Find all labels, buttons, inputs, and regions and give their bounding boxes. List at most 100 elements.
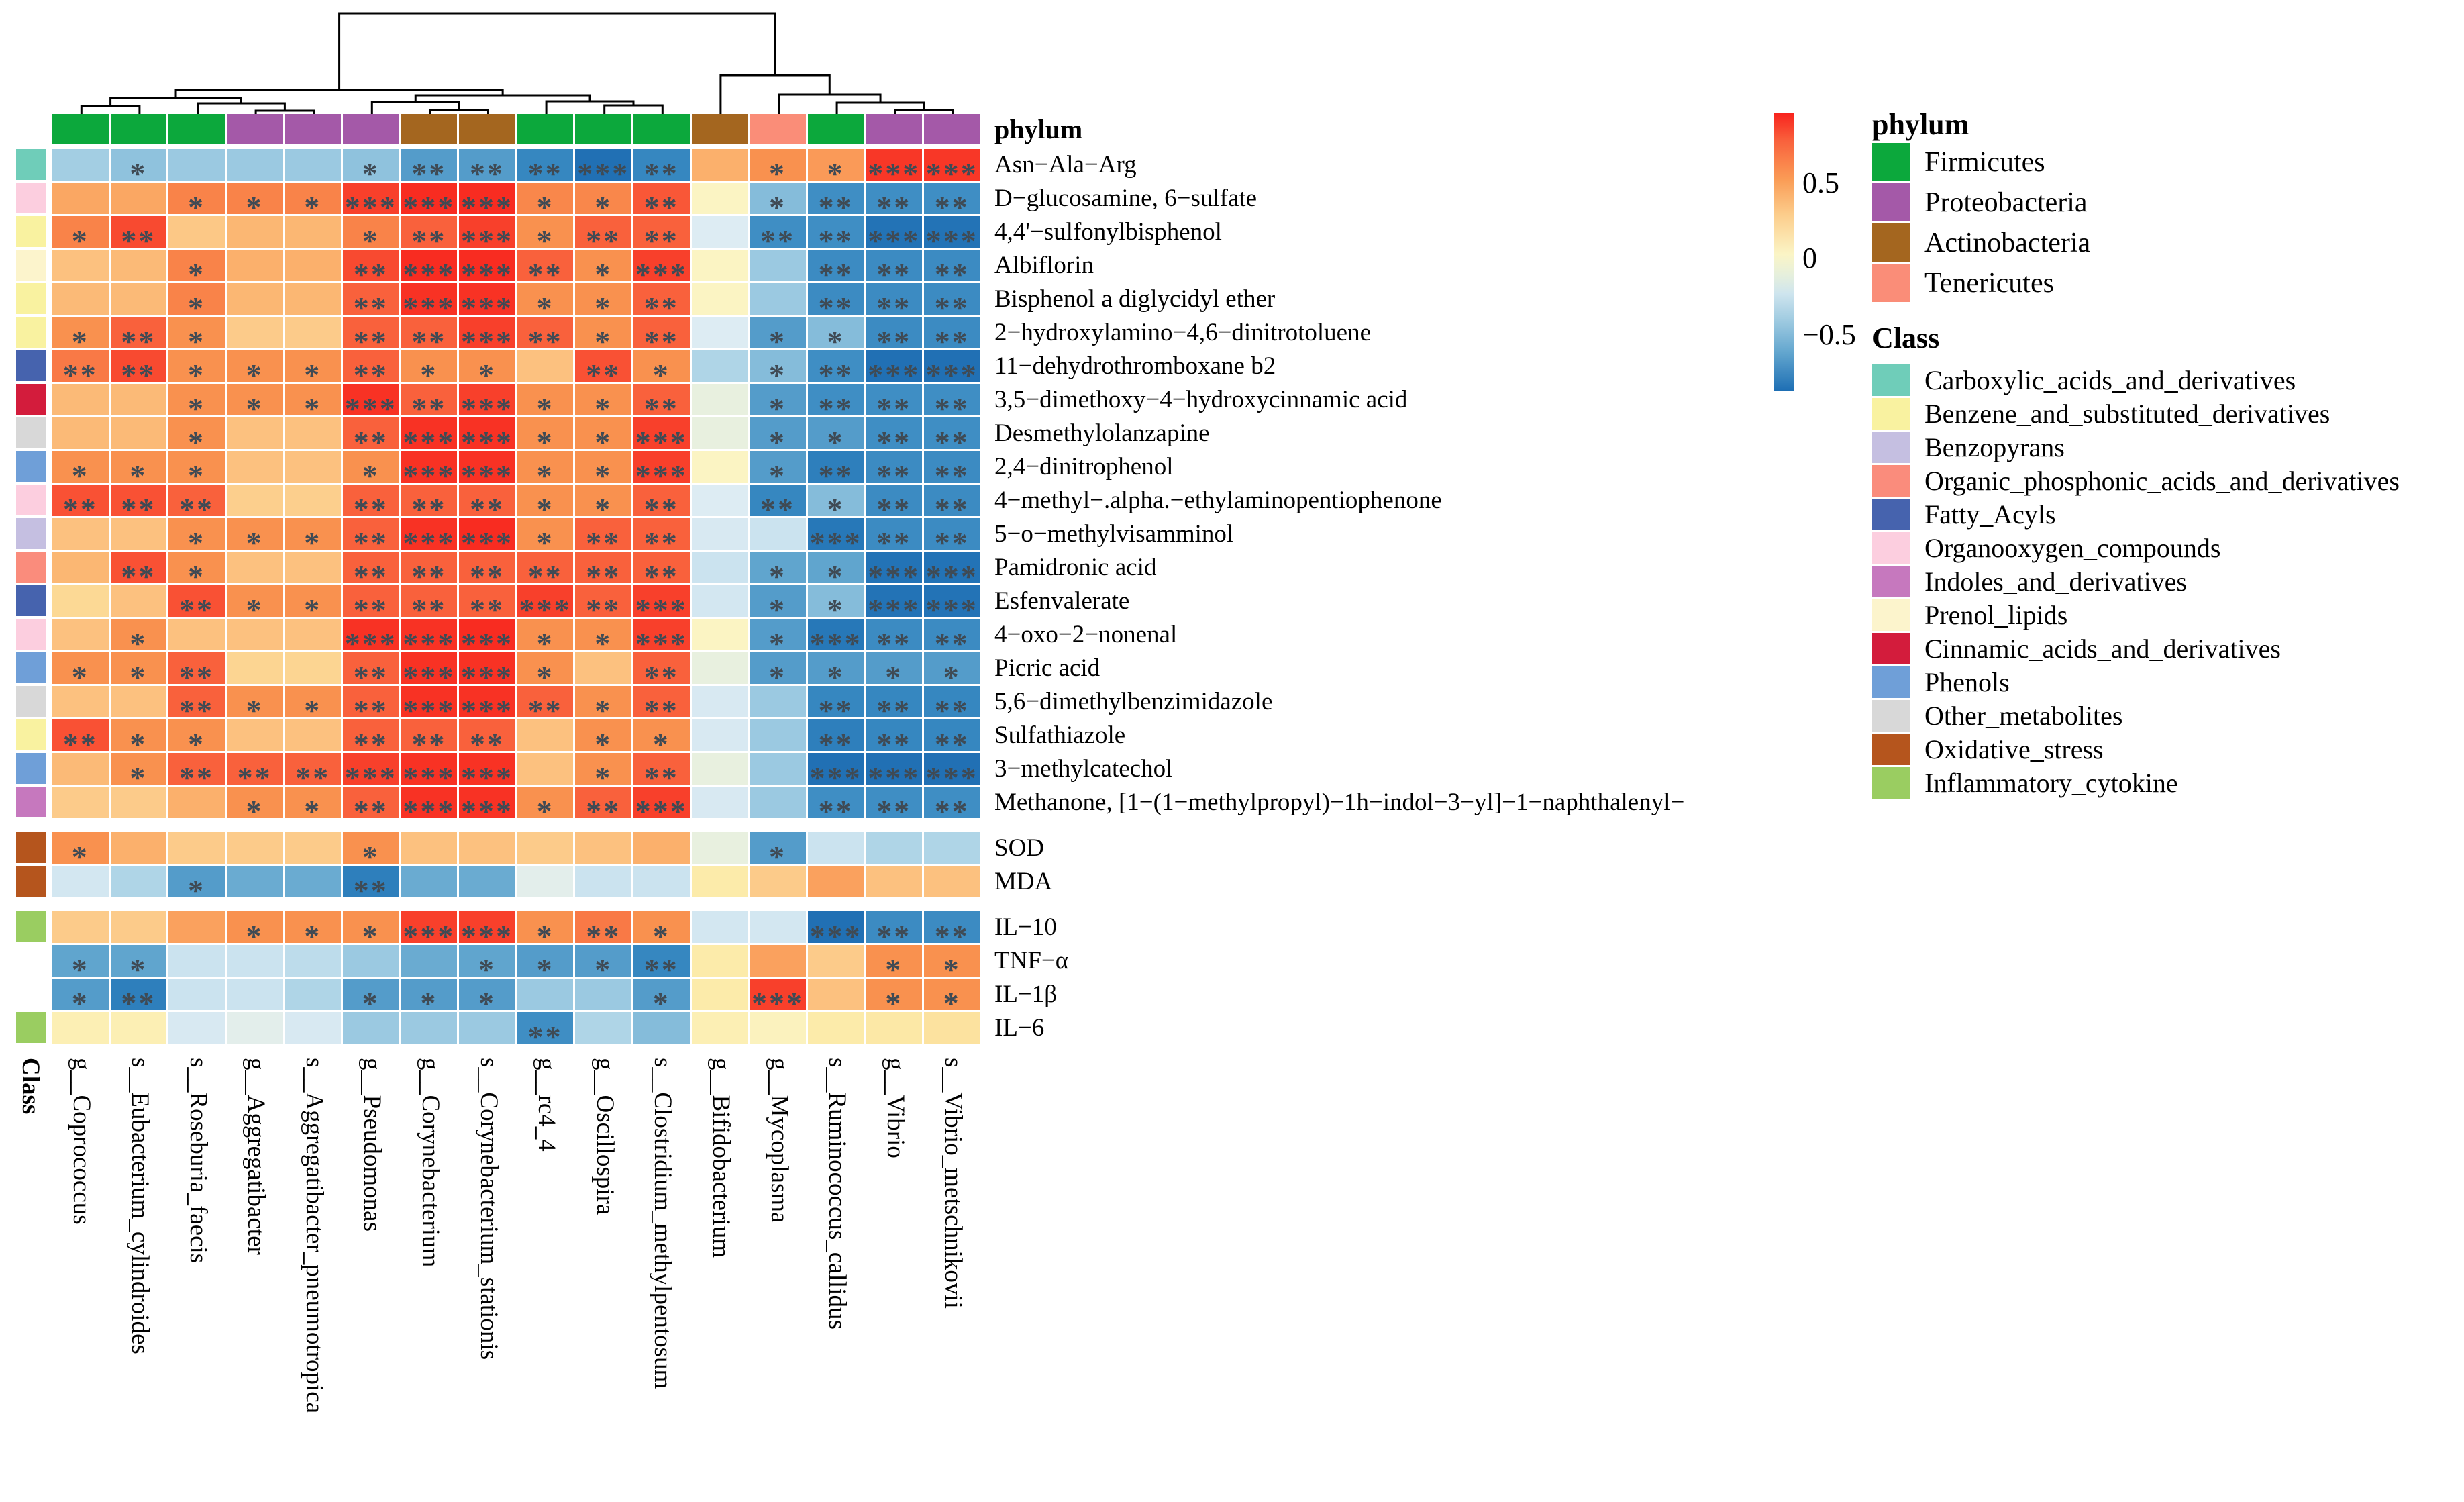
heatmap-cell: ** bbox=[633, 945, 690, 985]
heatmap-cell: ** bbox=[343, 250, 399, 289]
heatmap-cell: * bbox=[750, 832, 806, 872]
heatmap-cell: * bbox=[52, 979, 109, 1018]
heatmap-cell: *** bbox=[343, 619, 399, 658]
heatmap-cell: ** bbox=[575, 911, 631, 951]
heatmap-cell: ** bbox=[343, 719, 399, 759]
heatmap-cell: * bbox=[517, 417, 574, 457]
phylum-annotation-cell bbox=[517, 114, 574, 144]
heatmap-cell: ** bbox=[168, 585, 225, 625]
heatmap-cell bbox=[691, 945, 748, 977]
class-annotation-cell bbox=[16, 485, 46, 515]
heatmap-cell: *** bbox=[924, 753, 980, 793]
heatmap-cell bbox=[691, 149, 748, 181]
legend-label: Phenols bbox=[1924, 667, 2010, 697]
row-label: 2−hydroxylamino−4,6−dinitrotoluene bbox=[994, 319, 1371, 346]
heatmap-cell: ** bbox=[924, 417, 980, 457]
heatmap-cell: * bbox=[750, 451, 806, 491]
heatmap-cell bbox=[285, 283, 341, 315]
legend-swatch bbox=[1872, 183, 1910, 221]
heatmap-cell bbox=[52, 1012, 109, 1044]
heatmap-cell: ** bbox=[750, 216, 806, 256]
legend-swatch bbox=[1872, 364, 1910, 396]
heatmap-cell: ** bbox=[924, 451, 980, 491]
heatmap-cell: *** bbox=[517, 585, 574, 625]
heatmap-cell bbox=[343, 945, 399, 977]
heatmap-cell bbox=[110, 911, 167, 943]
row-label: Picric acid bbox=[994, 654, 1100, 682]
heatmap-cell: ** bbox=[866, 250, 922, 289]
heatmap-cell: * bbox=[575, 283, 631, 323]
heatmap-cell bbox=[401, 866, 458, 897]
heatmap-cell: *** bbox=[401, 183, 458, 222]
heatmap-cell bbox=[691, 317, 748, 348]
heatmap-cell: ** bbox=[807, 686, 864, 725]
heatmap-cell bbox=[110, 585, 167, 617]
heatmap-cell: *** bbox=[750, 979, 806, 1018]
heatmap-cell bbox=[52, 384, 109, 415]
heatmap-cell: * bbox=[750, 417, 806, 457]
heatmap-cell bbox=[226, 652, 283, 684]
row-label: Albiflorin bbox=[994, 252, 1094, 279]
heatmap-cell: *** bbox=[401, 417, 458, 457]
heatmap-cell bbox=[517, 832, 574, 864]
heatmap-cell bbox=[285, 619, 341, 650]
heatmap-cell bbox=[285, 250, 341, 281]
heatmap-cell: * bbox=[750, 552, 806, 591]
heatmap-cell: * bbox=[343, 216, 399, 256]
heatmap-cell: ** bbox=[52, 719, 109, 759]
heatmap-cell: *** bbox=[459, 652, 515, 692]
heatmap-cell bbox=[575, 1012, 631, 1044]
heatmap-cell: * bbox=[807, 552, 864, 591]
heatmap-cell: * bbox=[52, 317, 109, 356]
heatmap-cell bbox=[226, 619, 283, 650]
heatmap-cell: * bbox=[575, 719, 631, 759]
heatmap-cell bbox=[633, 1012, 690, 1044]
dendrogram-lines bbox=[80, 12, 954, 114]
heatmap-cell bbox=[52, 753, 109, 785]
heatmap-cell: ** bbox=[52, 485, 109, 524]
heatmap-cell: * bbox=[517, 911, 574, 951]
heatmap-cell: ** bbox=[110, 216, 167, 256]
heatmap-cell bbox=[168, 1012, 225, 1044]
heatmap-cell bbox=[285, 1012, 341, 1044]
heatmap-cell bbox=[285, 719, 341, 751]
class-annotation-cell bbox=[16, 451, 46, 482]
heatmap-cell: *** bbox=[924, 552, 980, 591]
legend-label: Proteobacteria bbox=[1924, 187, 2088, 218]
phylum-annotation-cell bbox=[633, 114, 690, 144]
heatmap-cell bbox=[168, 619, 225, 650]
class-annotation-cell bbox=[16, 552, 46, 583]
heatmap-cell: ** bbox=[401, 317, 458, 356]
heatmap-cell: *** bbox=[459, 283, 515, 323]
legend-swatch bbox=[1872, 767, 1910, 799]
heatmap-cell bbox=[807, 945, 864, 977]
heatmap-cell: ** bbox=[924, 719, 980, 759]
class-annotation-cell bbox=[16, 518, 46, 549]
heatmap-cell: * bbox=[807, 585, 864, 625]
heatmap-cell bbox=[226, 1012, 283, 1044]
heatmap-cell bbox=[110, 250, 167, 281]
heatmap-cell: *** bbox=[633, 417, 690, 457]
row-label: IL−10 bbox=[994, 913, 1057, 941]
heatmap-cell bbox=[226, 317, 283, 348]
heatmap-cell bbox=[226, 283, 283, 315]
column-label: g__Mycoplasma bbox=[765, 1058, 793, 1223]
heatmap-cell bbox=[168, 149, 225, 181]
heatmap-cell: *** bbox=[866, 149, 922, 189]
heatmap-cell: ** bbox=[807, 350, 864, 390]
heatmap-cell: * bbox=[285, 384, 341, 423]
heatmap-cell: ** bbox=[807, 451, 864, 491]
heatmap-cell bbox=[691, 250, 748, 281]
heatmap-cell: *** bbox=[459, 250, 515, 289]
legend-swatch bbox=[1872, 566, 1910, 597]
heatmap-cell bbox=[691, 686, 748, 717]
heatmap-cell bbox=[691, 787, 748, 818]
heatmap-cell: ** bbox=[866, 317, 922, 356]
heatmap-cell: *** bbox=[866, 216, 922, 256]
heatmap-cell bbox=[517, 753, 574, 785]
heatmap-cell bbox=[168, 216, 225, 248]
class-annotation-cell bbox=[16, 283, 46, 314]
heatmap-cell bbox=[691, 911, 748, 943]
class-annotation-cell bbox=[16, 585, 46, 616]
heatmap-cell: ** bbox=[924, 787, 980, 826]
